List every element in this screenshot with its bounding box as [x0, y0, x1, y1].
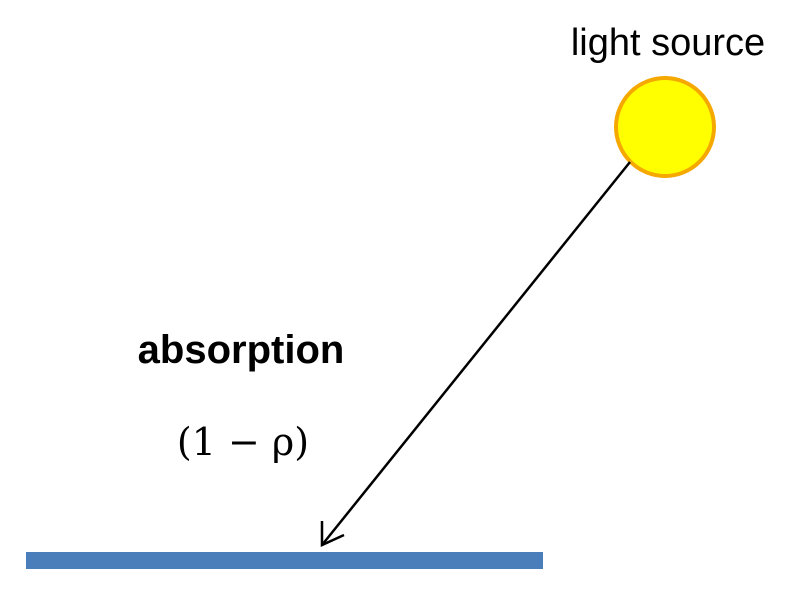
- absorbing-surface: [26, 552, 543, 569]
- absorption-formula: (1 − ρ): [177, 420, 309, 464]
- arrowhead: [320, 521, 345, 547]
- light-source-sun: [614, 76, 716, 178]
- incident-light-ray: [321, 161, 631, 546]
- light-source-label: light source: [571, 22, 765, 64]
- absorption-label: absorption: [138, 328, 345, 372]
